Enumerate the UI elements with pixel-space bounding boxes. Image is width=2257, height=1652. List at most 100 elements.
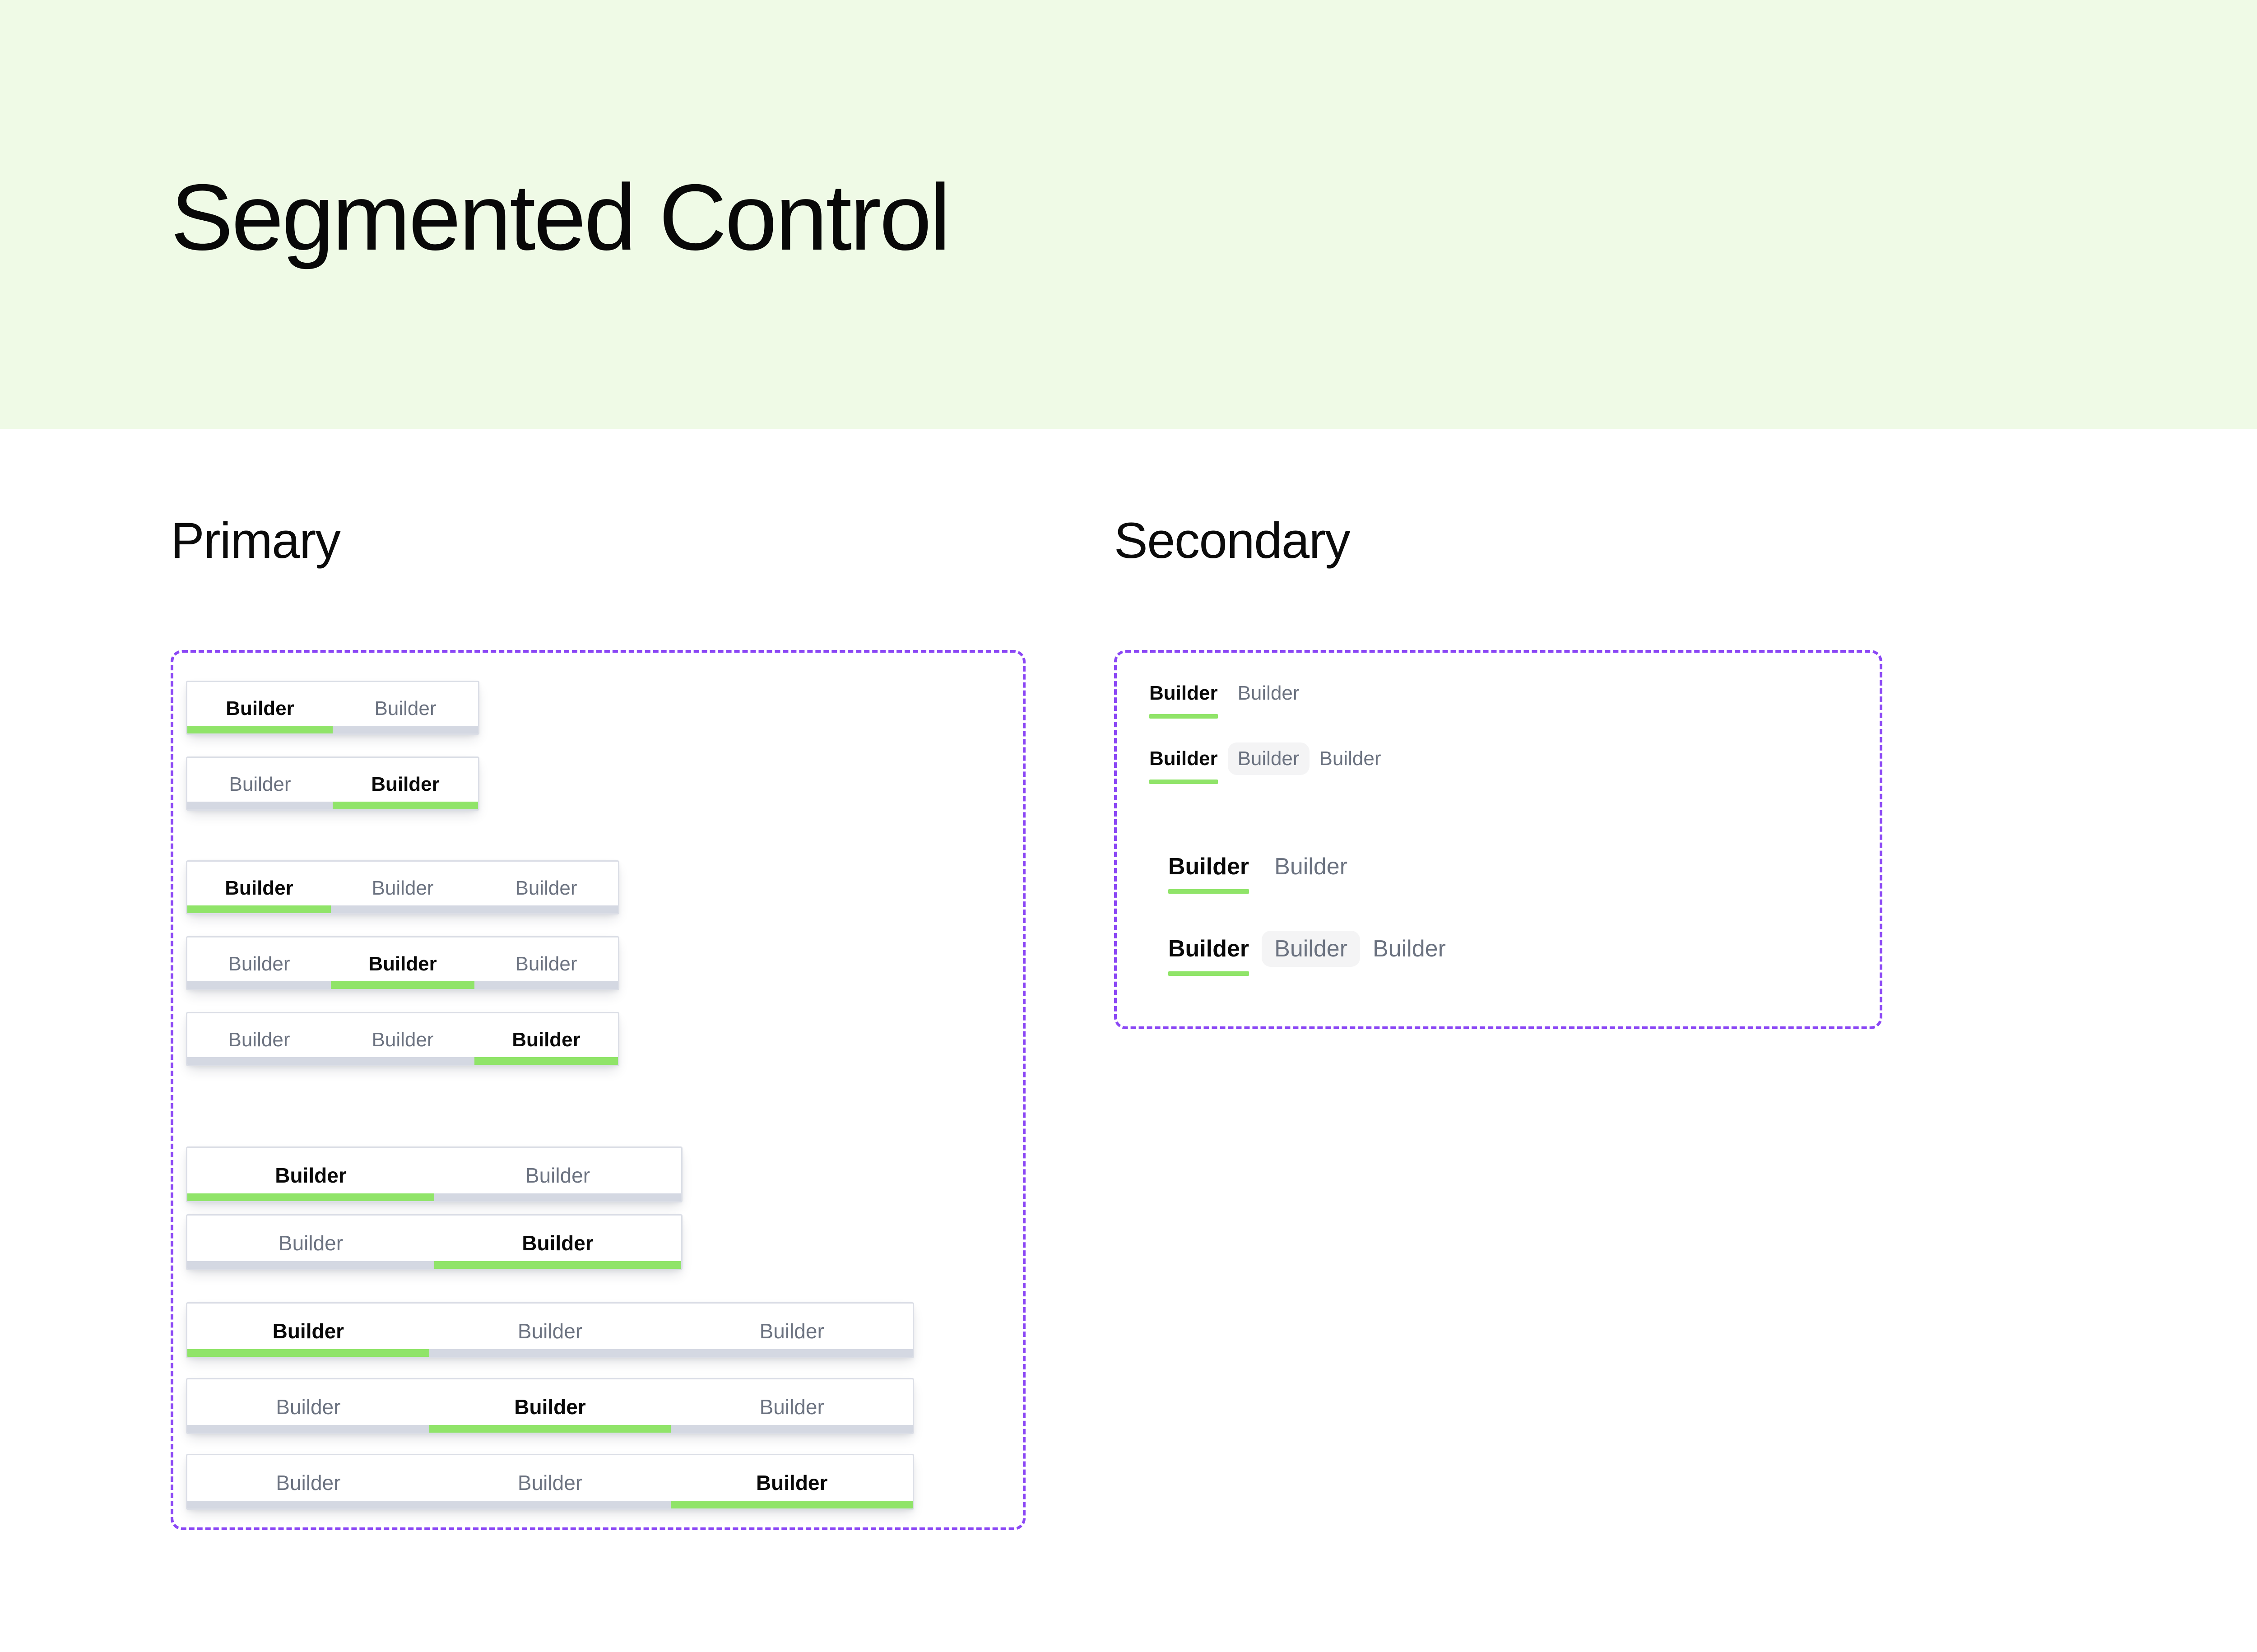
segmented-control-secondary-4[interactable]: Builder Builder Builder <box>1156 931 1458 976</box>
segment-label: Builder <box>1274 854 1348 880</box>
segment-3[interactable]: Builder <box>474 862 618 913</box>
indicator-tick <box>474 905 618 913</box>
segmented-control-secondary-1[interactable]: Builder Builder <box>1139 677 1310 719</box>
active-underline <box>1149 714 1218 719</box>
indicator-tick <box>429 1425 671 1433</box>
segment-1[interactable]: Builder <box>187 682 333 733</box>
page-title: Segmented Control <box>171 165 951 270</box>
segmented-control-secondary-3[interactable]: Builder Builder <box>1156 849 1360 894</box>
segment-label: Builder <box>1373 936 1446 962</box>
segment-2[interactable]: Builder <box>429 1304 671 1357</box>
segment-1[interactable]: Builder <box>187 1216 434 1269</box>
segmented-control-primary-1[interactable]: Builder Builder <box>186 681 479 735</box>
segment-label: Builder <box>371 773 440 795</box>
segment-1[interactable]: Builder <box>187 1379 429 1433</box>
segment-label: Builder <box>276 1395 341 1419</box>
section-secondary: Secondary <box>1114 515 1350 566</box>
section-title-primary: Primary <box>171 512 341 569</box>
segmented-control-primary-2[interactable]: Builder Builder <box>186 756 479 811</box>
segment-1[interactable]: Builder <box>187 937 331 989</box>
segment-2[interactable]: Builder <box>1228 677 1310 719</box>
segment-2[interactable]: Builder <box>434 1216 681 1269</box>
segment-label: Builder <box>272 1319 344 1343</box>
segment-2[interactable]: Builder <box>333 682 478 733</box>
segment-2[interactable]: Builder <box>331 937 474 989</box>
segment-1[interactable]: Builder <box>1139 677 1228 719</box>
indicator-tick <box>187 1501 429 1508</box>
active-underline <box>1168 971 1249 976</box>
segment-1[interactable]: Builder <box>1139 742 1228 784</box>
segmented-control-primary-4[interactable]: Builder Builder Builder <box>186 936 619 990</box>
indicator-tick <box>331 1057 474 1065</box>
segment-2[interactable]: Builder <box>429 1455 671 1508</box>
segment-2[interactable]: Builder <box>1227 742 1310 775</box>
indicator-tick <box>187 1261 434 1269</box>
indicator-tick <box>187 981 331 989</box>
segment-label: Builder <box>517 1471 583 1494</box>
indicator-tick <box>187 905 331 913</box>
segment-label: Builder <box>275 1164 347 1187</box>
segment-label: Builder <box>512 1029 581 1051</box>
indicator-track <box>187 981 618 989</box>
segment-label: Builder <box>759 1319 824 1343</box>
segment-label: Builder <box>372 1029 434 1051</box>
segment-1[interactable]: Builder <box>187 1148 434 1201</box>
segment-3[interactable]: Builder <box>474 1013 618 1065</box>
segmented-control-primary-5[interactable]: Builder Builder Builder <box>186 1012 619 1066</box>
indicator-tick <box>331 905 474 913</box>
segmented-control-primary-10[interactable]: Builder Builder Builder <box>186 1454 914 1510</box>
segmented-control-secondary-2[interactable]: Builder Builder Builder <box>1139 742 1391 784</box>
segment-1[interactable]: Builder <box>187 758 333 809</box>
segment-2[interactable]: Builder <box>333 758 478 809</box>
segment-label: Builder <box>374 697 437 719</box>
segment-label: Builder <box>225 877 293 899</box>
segmented-control-primary-7[interactable]: Builder Builder <box>186 1214 683 1270</box>
segment-2[interactable]: Builder <box>434 1148 681 1201</box>
active-underline <box>1238 714 1300 719</box>
segment-2[interactable]: Builder <box>331 1013 474 1065</box>
indicator-tick <box>434 1193 681 1201</box>
segment-label: Builder <box>756 1471 828 1494</box>
segment-label: Builder <box>1274 936 1348 962</box>
indicator-tick <box>434 1261 681 1269</box>
segmented-control-primary-3[interactable]: Builder Builder Builder <box>186 860 619 914</box>
segment-3[interactable]: Builder <box>1360 931 1458 976</box>
segment-3[interactable]: Builder <box>474 937 618 989</box>
segment-label: Builder <box>1237 747 1300 770</box>
segmented-control-primary-6[interactable]: Builder Builder <box>186 1146 683 1202</box>
indicator-tick <box>187 1349 429 1357</box>
segment-1[interactable]: Builder <box>187 1013 331 1065</box>
segmented-control-primary-8[interactable]: Builder Builder Builder <box>186 1302 914 1358</box>
active-underline <box>1319 780 1381 784</box>
indicator-track <box>187 802 478 809</box>
segment-2[interactable]: Builder <box>429 1379 671 1433</box>
active-underline <box>1274 889 1347 894</box>
segment-label: Builder <box>1149 682 1218 704</box>
segment-1[interactable]: Builder <box>187 862 331 913</box>
segment-label: Builder <box>514 1395 586 1419</box>
segment-3[interactable]: Builder <box>1310 742 1391 784</box>
segment-1[interactable]: Builder <box>187 1455 429 1508</box>
segment-label: Builder <box>515 877 577 899</box>
indicator-tick <box>187 726 333 733</box>
indicator-track <box>187 1349 913 1357</box>
section-primary: Primary <box>171 512 341 569</box>
segment-label: Builder <box>515 953 577 975</box>
indicator-track <box>187 1193 681 1201</box>
segment-2[interactable]: Builder <box>1262 849 1360 894</box>
indicator-tick <box>331 981 474 989</box>
segment-2[interactable]: Builder <box>331 862 474 913</box>
segment-3[interactable]: Builder <box>671 1455 913 1508</box>
segment-1[interactable]: Builder <box>1156 849 1262 894</box>
indicator-tick <box>671 1425 913 1433</box>
segment-3[interactable]: Builder <box>671 1379 913 1433</box>
segment-3[interactable]: Builder <box>671 1304 913 1357</box>
indicator-tick <box>187 1057 331 1065</box>
segment-2[interactable]: Builder <box>1262 931 1361 967</box>
segment-label: Builder <box>228 953 290 975</box>
indicator-tick <box>429 1349 671 1357</box>
segment-1[interactable]: Builder <box>1156 931 1262 976</box>
segment-1[interactable]: Builder <box>187 1304 429 1357</box>
segmented-control-primary-9[interactable]: Builder Builder Builder <box>186 1378 914 1434</box>
segment-label: Builder <box>226 697 294 719</box>
